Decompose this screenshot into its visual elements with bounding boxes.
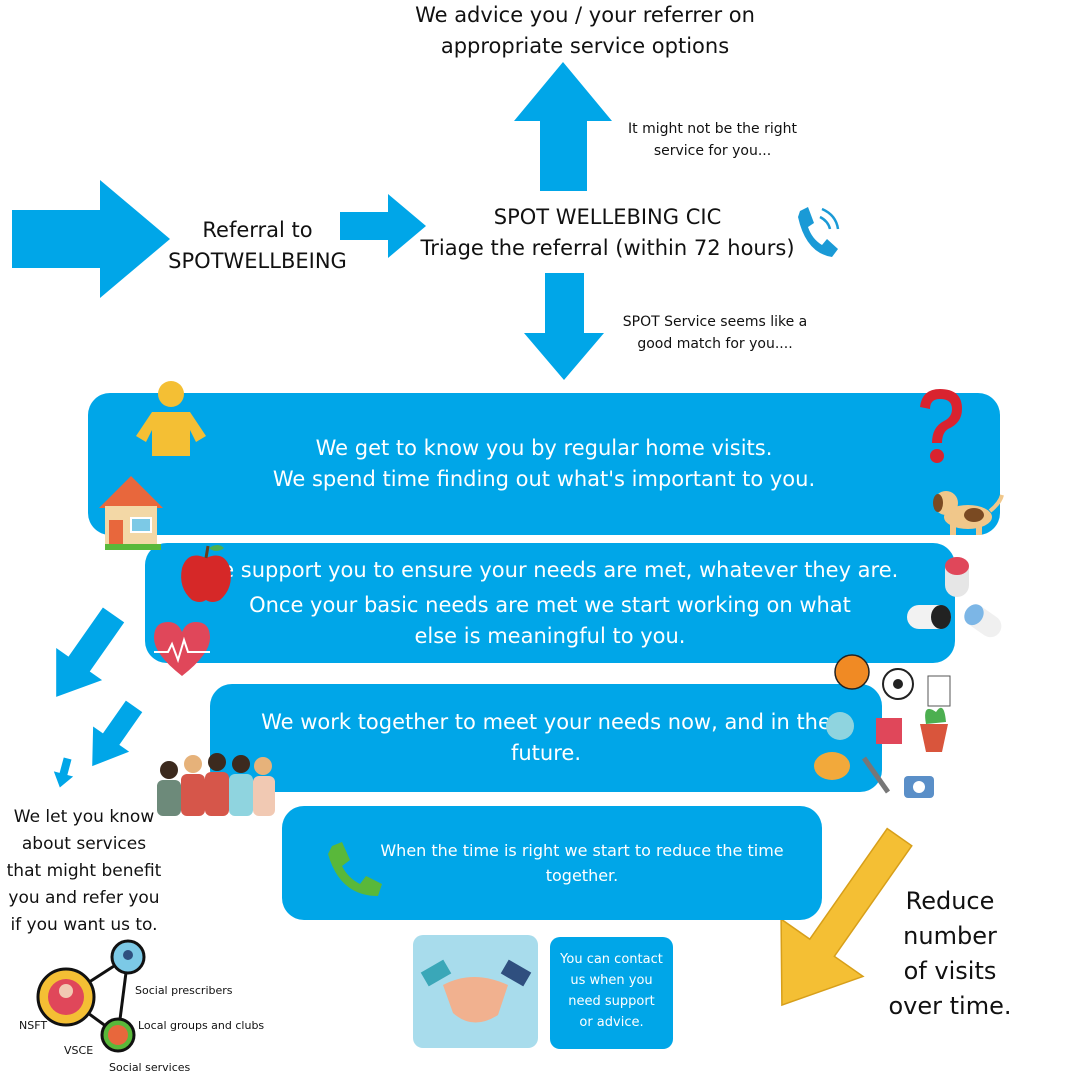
people-group-icon [157, 753, 275, 816]
not-right-text: It might not be the right service for yo… [628, 121, 797, 159]
match-text: SPOT Service seems like a good match for… [622, 314, 808, 352]
big-right-arrow [12, 180, 170, 298]
handshake-icon [420, 959, 532, 1023]
diagonal-arrow-medium [92, 700, 143, 767]
referral-text: Referral to SPOTWELLBEING [168, 218, 347, 273]
down-arrow [524, 273, 604, 380]
heart-icon [154, 622, 210, 676]
house-icon [99, 476, 163, 550]
apple-icon [181, 545, 231, 602]
panel-reduce-time: When the time is right we start to reduc… [282, 806, 822, 920]
diagonal-arrow-large [56, 607, 125, 697]
hobbies-icons [814, 654, 951, 798]
person-icon [136, 381, 206, 456]
up-arrow [514, 62, 612, 191]
label-social-services: Social services [109, 1061, 191, 1074]
panel-work-together: We work together to meet your needs now,… [210, 684, 882, 792]
small-right-arrow [340, 194, 426, 258]
network-icon [36, 939, 146, 1053]
dog-icon [933, 491, 1004, 535]
label-nsft: NSFT [19, 1019, 48, 1032]
green-phone-icon [328, 842, 382, 896]
reduce-visits-text: Reduce number of visits over time. [888, 887, 1012, 1020]
phone-icon [798, 207, 840, 257]
panel-know-you: We get to know you by regular home visit… [88, 393, 1000, 535]
label-vsce: VSCE [64, 1044, 94, 1057]
label-social-prescribers: Social prescribers [135, 984, 233, 997]
question-icon [920, 389, 962, 463]
yellow-down-arrow [780, 827, 913, 1007]
panel-support: We support you to ensure your needs are … [145, 543, 955, 663]
services-text: We let you know about services that migh… [6, 807, 162, 935]
label-local-groups: Local groups and clubs [138, 1019, 265, 1032]
advice-text: We advice you / your referrer on appropr… [415, 3, 755, 58]
handshake-card [413, 935, 538, 1048]
pill-icon [907, 557, 1002, 638]
diagonal-arrow-small [53, 757, 74, 788]
contact-card: You can contact us when you need support… [550, 937, 673, 1049]
triage-text: SPOT WELLEBING CIC Triage the referral (… [420, 205, 795, 260]
